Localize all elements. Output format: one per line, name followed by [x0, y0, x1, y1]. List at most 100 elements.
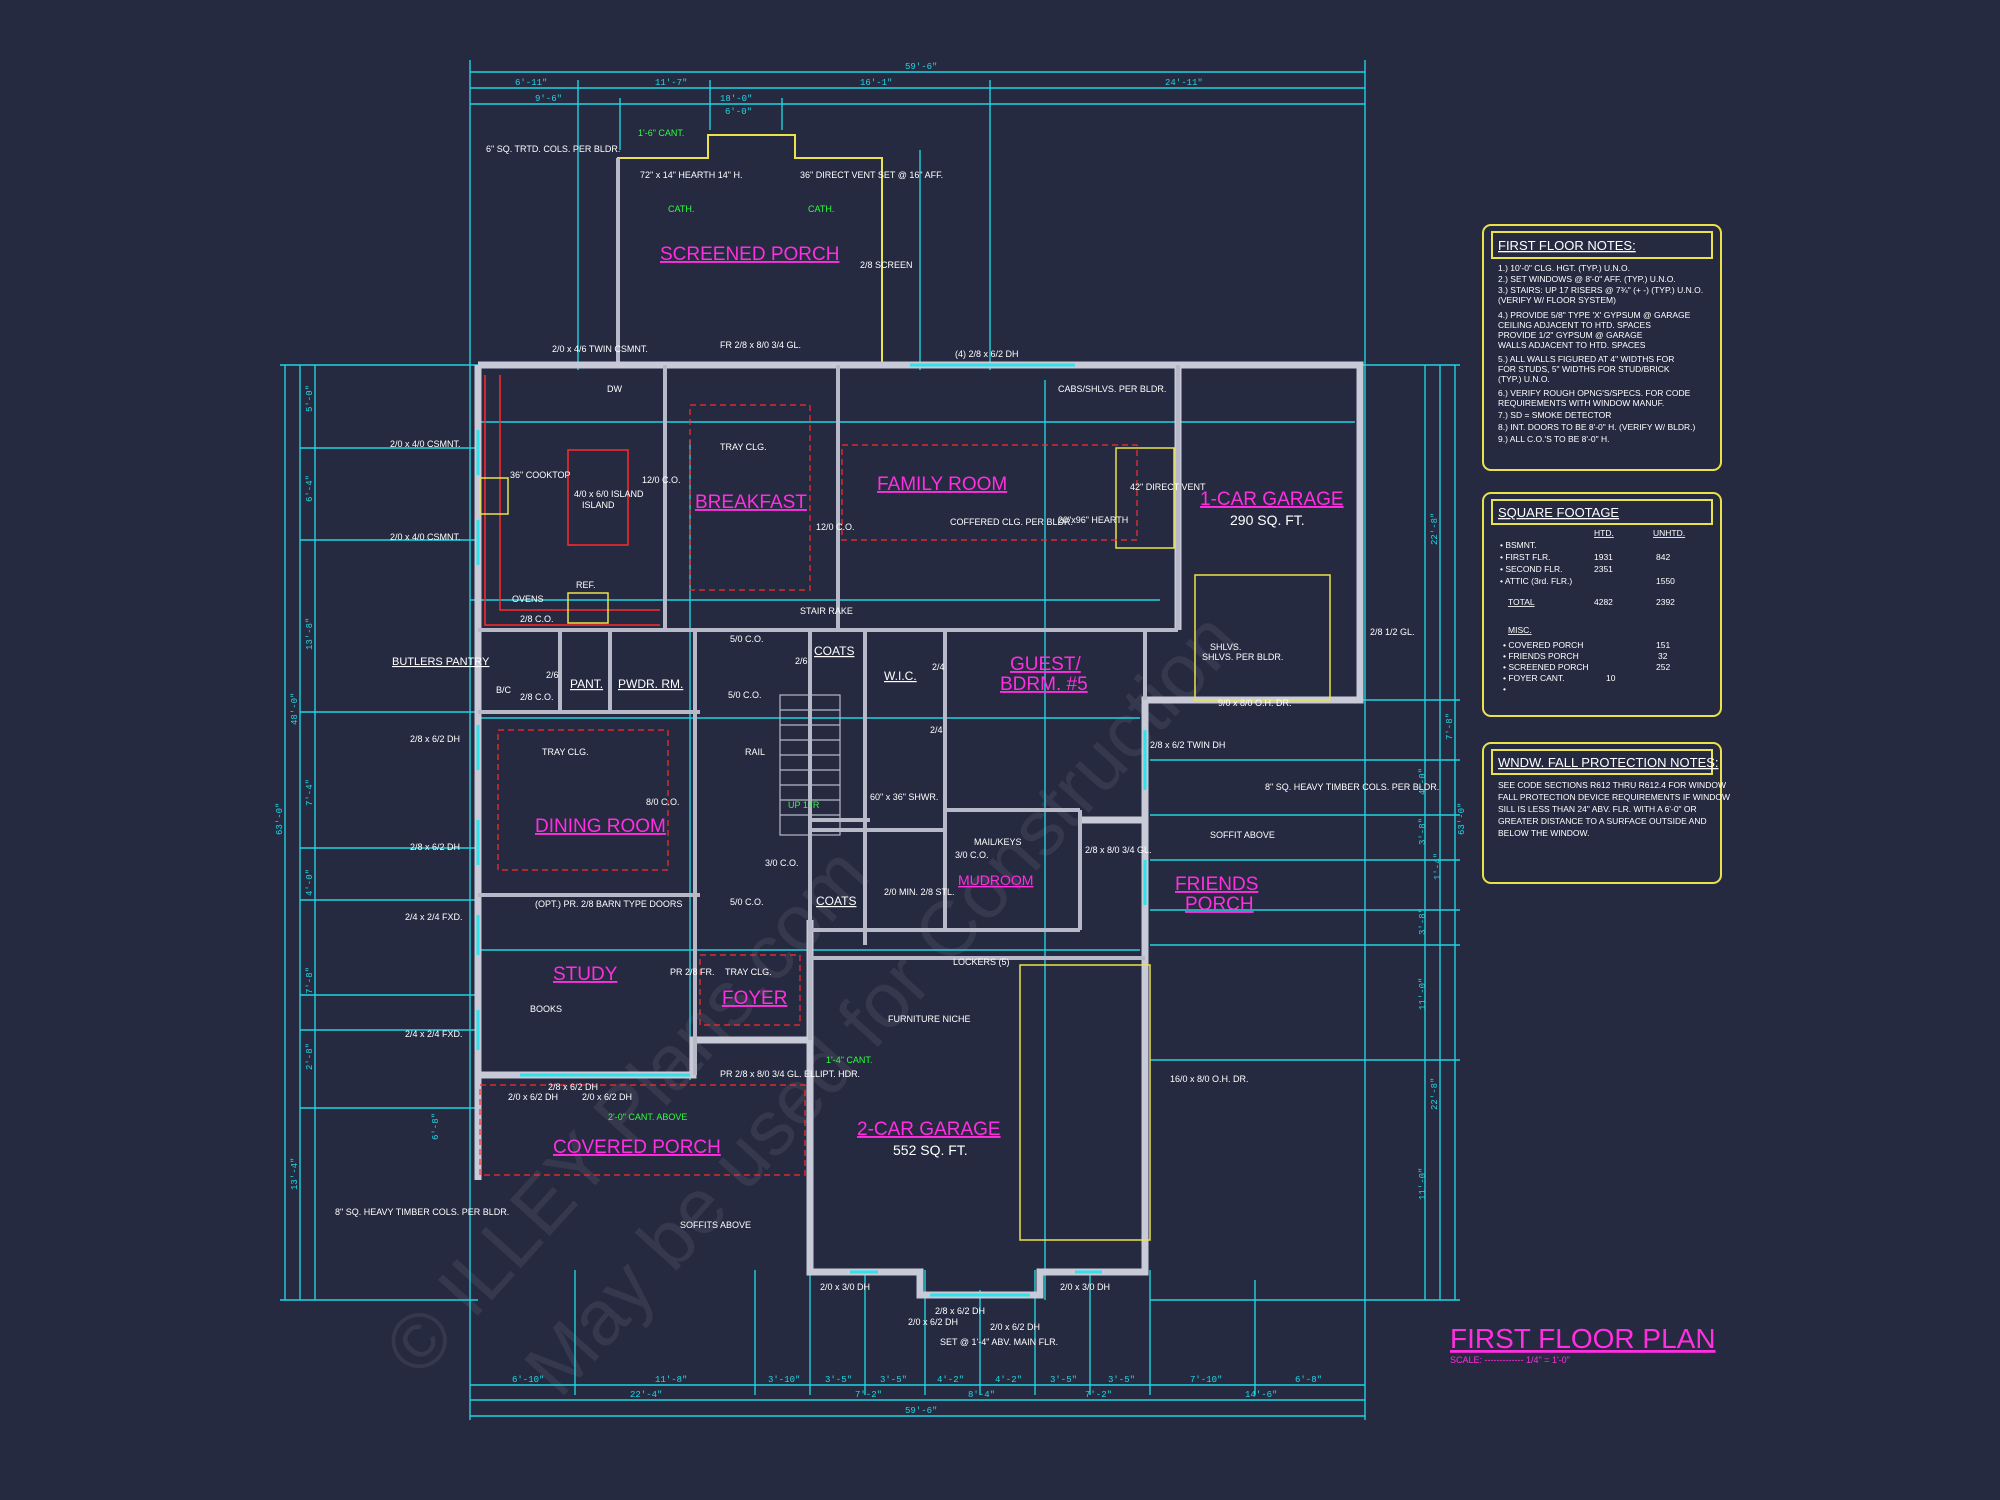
note-70: 2/0 x 6/2 DH: [908, 1317, 958, 1327]
note-69: 2/8 x 6/2 DH: [935, 1306, 985, 1316]
room-breakfast: BREAKFAST: [695, 492, 807, 513]
note-25: 5/0 C.O.: [730, 634, 764, 644]
note-0: 6" SQ. TRTD. COLS. PER BLDR.: [486, 144, 620, 154]
note-8: FR 2/8 x 8/0 3/4 GL.: [720, 340, 801, 350]
notes-line-1: 1.) 10'-0" CLG. HGT. (TYP.) U.N.O.: [1498, 263, 1630, 273]
notes-line-3: 3.) STAIRS: UP 17 RISERS @ 7¾" (+ -) (TY…: [1498, 285, 1703, 295]
note-53: PR 2/8 FR.: [670, 967, 715, 977]
note-72: SET @ 1'-4" ABV. MAIN FLR.: [940, 1337, 1058, 1347]
label-wic: W.I.C.: [884, 669, 917, 683]
dim-top-5: 9'-6": [535, 94, 562, 104]
dimension-lines: [280, 60, 1460, 1420]
sqft-misc-label-3: • SCREENED PORCH: [1503, 662, 1589, 672]
dim-left-4: 13'-8": [305, 618, 315, 650]
note-58: 1'-4" CANT.: [826, 1055, 872, 1065]
dim-bottom-7: 4'-2": [995, 1375, 1022, 1385]
room-dining-room: DINING ROOM: [535, 816, 666, 837]
note-34: 2/8 x 6/2 DH: [410, 734, 460, 744]
dim-left-2: 5'-0": [305, 385, 315, 412]
dim-bottom-10: 7'-10": [1190, 1375, 1222, 1385]
sqft-misc-title: MISC.: [1508, 625, 1532, 635]
sqft-row-label-2: • FIRST FLR.: [1500, 552, 1551, 562]
dim-right-2: 11'-0": [1418, 1168, 1428, 1200]
note-16: 12/0 C.O.: [642, 475, 681, 485]
note-1: 1'-6" CANT.: [638, 128, 684, 138]
label-island: ISLAND: [582, 500, 615, 510]
fall-line-4: GREATER DISTANCE TO A SURFACE OUTSIDE AN…: [1498, 816, 1707, 826]
note-71: 2/0 x 6/2 DH: [990, 1322, 1040, 1332]
note-37: 8/0 C.O.: [646, 797, 680, 807]
walls: [474, 134, 1364, 1299]
note-44: MAIL/KEYS: [974, 837, 1022, 847]
note-64: 16/0 x 8/0 O.H. DR.: [1170, 1074, 1249, 1084]
dim-left-8: 2'-8": [305, 1043, 315, 1070]
note-9: (4) 2/8 x 6/2 DH: [955, 349, 1019, 359]
sqft-row-label-5: TOTAL: [1508, 597, 1535, 607]
note-19: 20"x96" HEARTH: [1058, 515, 1128, 525]
note-55: BOOKS: [530, 1004, 562, 1014]
room-family-room: FAMILY ROOM: [877, 474, 1007, 495]
note-28: 2/6: [795, 656, 808, 666]
fall-line-2: FALL PROTECTION DEVICE REQUIREMENTS IF W…: [1498, 792, 1730, 802]
label-dw: DW: [607, 384, 622, 394]
dim-right-7: 1'-4": [1433, 853, 1443, 880]
note-3: 36" DIRECT VENT SET @ 16" AFF.: [800, 170, 943, 180]
dim-top-7: 6'-0": [725, 107, 752, 117]
note-10: CABS/SHLVS. PER BLDR.: [1058, 384, 1166, 394]
note-54: TRAY CLG.: [725, 967, 772, 977]
note-32: 9/0 x 8/0 O.H. DR.: [1218, 698, 1292, 708]
label-ovens: OVENS: [512, 594, 544, 604]
note-33: 2/8 1/2 GL.: [1370, 627, 1415, 637]
note-4: CATH.: [668, 204, 694, 214]
dim-left-1: 48'-0": [290, 693, 300, 725]
note-65: 8" SQ. HEAVY TIMBER COLS. PER BLDR.: [335, 1207, 509, 1217]
note-15: TRAY CLG.: [720, 442, 767, 452]
dim-right-4: 7'-8": [1445, 713, 1455, 740]
note-30: 2/4: [930, 725, 943, 735]
plan-scale: SCALE: ------------- 1/4" = 1'-0": [1450, 1355, 1570, 1365]
note-48: (OPT.) PR. 2/8 BARN TYPE DOORS: [535, 899, 682, 909]
note-21: BUTLERS PANTRY: [392, 656, 490, 668]
note-42: SOFFIT ABOVE: [1210, 830, 1275, 840]
room-study: STUDY: [553, 964, 618, 985]
sqft-col-htd: HTD.: [1594, 528, 1614, 538]
dim-bottom-4: 3'-5": [825, 1375, 852, 1385]
dim-left-3: 6'-4": [305, 475, 315, 502]
dim-left-7: 7'-8": [305, 967, 315, 994]
room-foyer: FOYER: [722, 988, 787, 1009]
small-room-labels: PANT. PWDR. RM. W.I.C. COATS COATS SHLVS…: [496, 384, 1241, 908]
sqft-panel-title: SQUARE FOOTAGE: [1498, 505, 1619, 520]
room-mudroom: MUDROOM: [958, 872, 1033, 888]
sqft-misc-label-4: • FOYER CANT.: [1503, 673, 1565, 683]
dim-top-4: 24'-11": [1165, 78, 1203, 88]
note-26: STAIR RAKE: [800, 606, 853, 616]
room-guest: GUEST/: [1010, 654, 1081, 675]
notes-line-14: 7.) SD = SMOKE DETECTOR: [1498, 410, 1611, 420]
note-51: 2/0 MIN. 2/8 STL.: [884, 887, 955, 897]
note-31: SHLVS. PER BLDR.: [1202, 652, 1283, 662]
dim-right-1: 22'-8": [1430, 513, 1440, 545]
room-1-car-garage: 1-CAR GARAGE: [1200, 489, 1344, 510]
notes-line-5: 4.) PROVIDE 5/8" TYPE 'X' GYPSUM @ GARAG…: [1498, 310, 1691, 320]
label-bc: B/C: [496, 685, 512, 695]
note-45: 3/0 C.O.: [955, 850, 989, 860]
dim-top-2: 11'-7": [655, 78, 687, 88]
note-49: 5/0 C.O.: [730, 897, 764, 907]
window-fall-protection-panel: WNDW. FALL PROTECTION NOTES: SEE CODE SE…: [1482, 742, 1730, 884]
note-13: 4/0 x 6/0 ISLAND: [574, 489, 644, 499]
dim-top-1: 6'-11": [515, 78, 547, 88]
note-6: 2/8 SCREEN: [860, 260, 913, 270]
dim-bottom-9: 3'-5": [1108, 1375, 1135, 1385]
sqft-misc-value-2: 32: [1658, 651, 1668, 661]
sqft-row-unhtd-5: 2392: [1656, 597, 1675, 607]
note-22: 2/8 C.O.: [520, 614, 554, 624]
note-27: 5/0 C.O.: [728, 690, 762, 700]
note-40: 2/8 x 6/2 TWIN DH: [1150, 740, 1225, 750]
sqft-row-htd-2: 1931: [1594, 552, 1613, 562]
plan-notes: 6" SQ. TRTD. COLS. PER BLDR. 1'-6" CANT.…: [335, 128, 1439, 1347]
dim-right-3: 22'-8": [1430, 1078, 1440, 1110]
first-floor-notes-panel: FIRST FLOOR NOTES: 1.) 10'-0" CLG. HGT. …: [1482, 224, 1722, 471]
note-7: 2/0 x 4/6 TWIN CSMNT.: [552, 344, 648, 354]
dim-bottom-11: 6'-8": [1295, 1375, 1322, 1385]
note-2: 72" x 14" HEARTH 14" H.: [640, 170, 742, 180]
